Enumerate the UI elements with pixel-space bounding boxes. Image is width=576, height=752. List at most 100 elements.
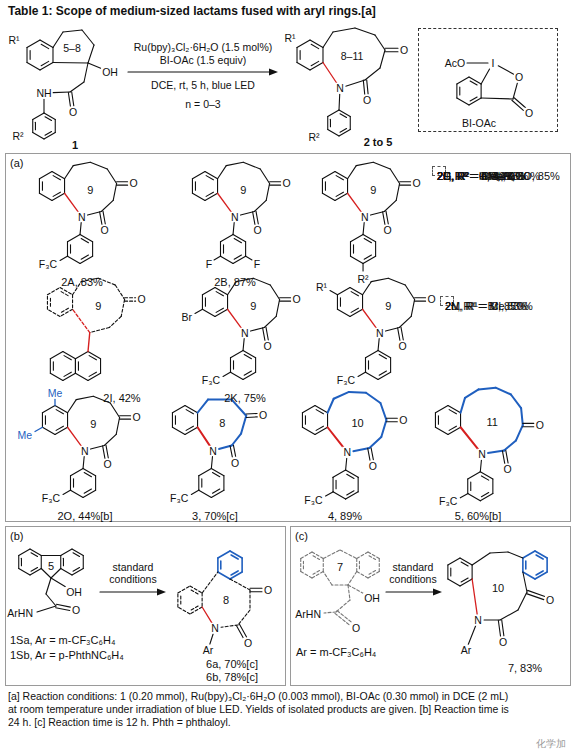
bond-line	[46, 594, 56, 606]
bond-line	[363, 256, 376, 263]
bond-line	[358, 372, 366, 376]
bond-line	[205, 193, 218, 200]
atom-label: O	[427, 294, 437, 305]
bond-line	[348, 572, 357, 586]
bond-line	[350, 288, 363, 295]
bond-line	[60, 256, 68, 260]
bond-line	[311, 61, 319, 65]
bond-line	[254, 200, 266, 211]
bond-line	[346, 80, 365, 86]
bond-line	[336, 176, 343, 180]
bond-line	[120, 419, 131, 420]
atom-label: F₃C	[41, 493, 61, 504]
bond-line	[385, 48, 398, 49]
bond-line	[172, 413, 173, 428]
atom-label: N	[477, 449, 487, 460]
bond-line	[227, 295, 228, 310]
bond-line	[514, 98, 525, 108]
bond-line	[401, 327, 403, 340]
bond-line	[125, 301, 136, 302]
bond-line	[47, 309, 60, 316]
bond-line	[101, 200, 113, 211]
bond-line	[312, 572, 323, 579]
ring-size: 9	[250, 300, 256, 313]
atom-label: O	[351, 623, 361, 634]
bond-line	[42, 182, 43, 190]
atom-label: N	[208, 445, 218, 456]
bond-line	[230, 350, 243, 357]
bond-line	[65, 166, 74, 179]
atom-label: F₃C	[201, 375, 221, 386]
bond-line	[81, 239, 88, 243]
bond-line	[109, 316, 121, 327]
bond-line	[73, 309, 90, 332]
atom-label: O	[412, 178, 422, 189]
bond-line	[435, 406, 448, 413]
bond-line	[233, 445, 235, 456]
bond-line	[45, 132, 52, 136]
bond-line	[220, 234, 233, 241]
bond-line	[80, 223, 81, 235]
bond-line	[305, 416, 306, 424]
bond-line	[83, 490, 96, 497]
atom-label: OH	[101, 67, 119, 78]
bond-line	[192, 193, 205, 200]
bond-line	[461, 578, 468, 582]
bond-line	[180, 596, 181, 604]
bond-line	[31, 553, 38, 557]
bond-line	[198, 427, 210, 445]
bond-line	[264, 316, 276, 327]
bond-line	[302, 413, 303, 428]
bond-line	[253, 278, 270, 285]
bond-line	[435, 427, 448, 434]
bond-line	[80, 234, 93, 241]
bond-line	[53, 91, 70, 93]
bond-line	[399, 316, 411, 327]
bond-line	[502, 451, 504, 464]
bond-line	[325, 182, 326, 190]
bond-line	[244, 355, 251, 359]
bond-line	[481, 476, 488, 480]
bond-line	[185, 427, 198, 434]
bond-line	[369, 437, 381, 448]
atom-label: ArHN	[6, 608, 34, 619]
bond-line	[322, 193, 335, 200]
bond-line	[89, 372, 96, 376]
panel-frame: (a)2C, R² = CF₃, 85%2D, R² = F, 44%2E, R…	[5, 153, 571, 522]
bond-line	[191, 490, 199, 494]
atom-label: O	[68, 107, 78, 118]
compound-label: Ar = m-CF₃C₆H₄	[296, 646, 376, 659]
bond-line	[396, 183, 399, 200]
bond-line	[211, 468, 224, 475]
bond-line	[202, 607, 212, 623]
bond-line	[363, 234, 376, 241]
bond-line	[52, 48, 53, 63]
bond-line	[47, 295, 48, 310]
atom-label: O	[137, 294, 147, 305]
bond-line	[68, 400, 77, 413]
atom-label: Ar	[460, 645, 473, 656]
bond-line	[241, 558, 243, 572]
bond-line	[202, 295, 203, 310]
bond-line	[70, 82, 84, 92]
compound-label: 5, 60%[b]	[455, 510, 501, 523]
ring-size: 8	[223, 594, 229, 607]
bond-line	[339, 110, 350, 117]
bond-line	[492, 479, 493, 494]
bond-line	[379, 355, 386, 359]
bond-line	[506, 450, 508, 463]
bond-line	[39, 172, 52, 179]
bond-line	[39, 179, 40, 194]
bond-line	[70, 476, 71, 491]
bond-line	[448, 558, 460, 565]
ring-size: 9	[370, 184, 376, 197]
bond-line	[88, 333, 90, 352]
bond-line	[220, 256, 233, 263]
bond-line	[472, 579, 477, 614]
bond-line	[33, 113, 44, 120]
bond-line	[107, 169, 116, 183]
bond-line	[190, 607, 202, 614]
bond-line	[217, 558, 219, 572]
bond-line	[498, 66, 513, 74]
bond-line	[84, 489, 91, 493]
